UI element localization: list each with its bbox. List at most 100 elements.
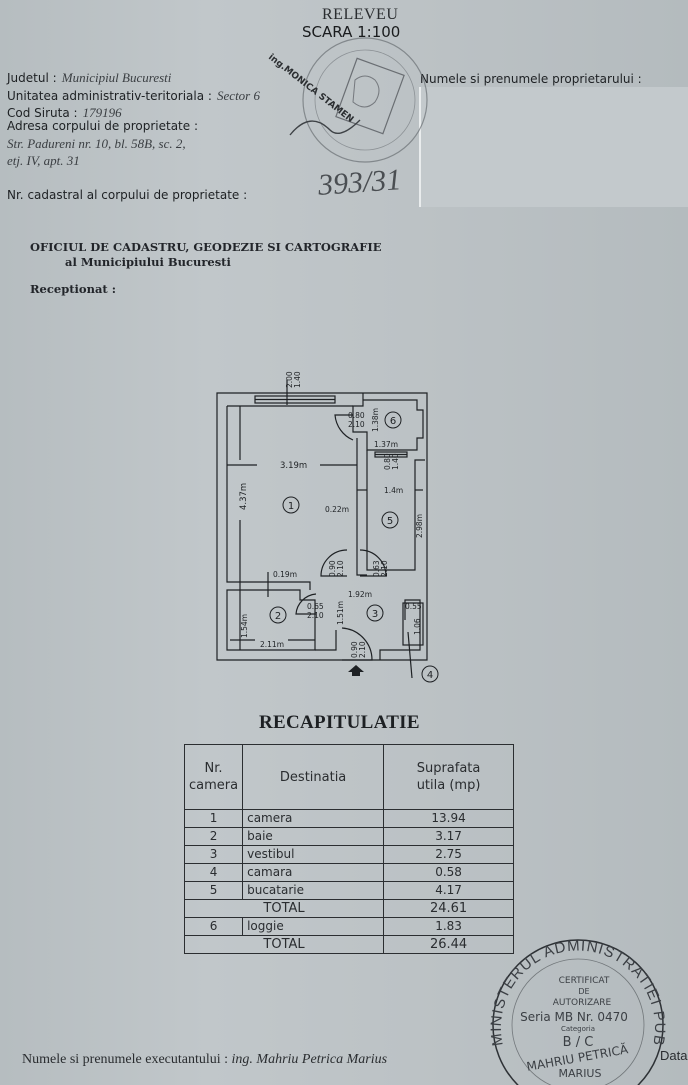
recap-title: RECAPITULATIE [259,712,420,733]
table-row: 6 loggie 1.83 [183,917,514,936]
table-row: 3 vestibul 2.75 [183,845,514,864]
total-label: TOTAL [183,935,385,954]
dim-door5-num: 0.63 [372,560,381,577]
dim-room6-width: 1.37m [374,440,398,449]
cadastre-stamp: ing.MONICA STAMEN [266,37,428,163]
dim-window5-num: 0.80 [383,453,392,470]
subtotal-value: 24.61 [383,899,514,918]
stamp-certificate: CERTIFICAT [559,976,610,986]
total-row: TOTAL 26.44 [183,935,514,954]
executant-label: Numele si prenumele executantului : [22,1052,229,1067]
dim-door1-num: 0.90 [328,560,337,577]
row-area: 13.94 [383,809,514,828]
row-area: 0.58 [383,863,514,882]
judet-row: Judetul : Municipiul Bucuresti [7,67,171,86]
row-destination: bucatarie [242,881,385,900]
dim-window-top-num: 2.00 [285,371,294,388]
stamp-category: B / C [563,1035,594,1050]
uat-label: Unitatea administrativ-teritoriala : [7,89,212,103]
dim-room3-width: 1.92m [348,590,372,599]
header-nr-line2: camera [189,778,239,793]
stamp-name2: MARIUS [559,1067,602,1080]
dim-room5-height: 2.98m [415,514,424,538]
row-nr: 6 [183,917,244,936]
dim-room1-height: 4.37m [239,483,249,510]
dim-door5-den: 2.10 [380,560,389,577]
dim-entry-den: 2.10 [358,641,367,658]
header-area-line2: utila (mp) [416,778,481,793]
room-3-number: 3 [372,609,378,620]
header-area-line1: Suprafata [416,761,481,776]
dim-entry-num: 0.90 [350,641,359,658]
owner-label: Numele si prenumele proprietarului : [420,72,642,86]
dim-window5-den: 1.40 [391,453,400,470]
judet-value: Municipiul Bucuresti [61,70,172,85]
row-destination: camara [242,863,385,882]
room-5-number: 5 [387,516,393,527]
executant-row: Numele si prenumele executantului : ing.… [22,1052,387,1068]
stamp-category-label: Categoria [561,1025,595,1033]
dim-door2-den: 2.10 [307,611,324,620]
dim-wall-019: 0.19m [273,570,297,579]
siruta-row: Cod Siruta : 179196 [7,102,122,121]
uat-row: Unitatea administrativ-teritoriala : Sec… [7,85,260,104]
subtotal-label: TOTAL [183,899,385,918]
row-destination: camera [242,809,385,828]
executant-value: ing. Mahriu Petrica Marius [231,1052,388,1067]
row-destination: vestibul [242,845,385,864]
dim-room4-height: 1.06 [413,618,422,635]
address-label: Adresa corpului de proprietate : [7,119,198,133]
dim-room6-height: 1.38m [371,408,380,432]
table-row: 1 camera 13.94 [183,809,514,828]
row-nr: 4 [183,863,244,882]
subtotal-row: TOTAL 24.61 [183,899,514,918]
room-2-number: 2 [275,611,281,622]
table-row: 2 baie 3.17 [183,827,514,846]
dim-door6-den: 2.10 [348,420,365,429]
dim-room3-height: 1.51m [336,601,345,625]
siruta-value: 179196 [82,105,122,120]
stamp-de: DE [578,987,589,996]
dim-room1-width: 3.19m [280,461,307,471]
dim-wall-022: 0.22m [325,505,349,514]
floor-plan: 1 2 3 4 5 6 2.00 1.40 0.80 2.10 1.38m 1.… [216,371,439,683]
siruta-label: Cod Siruta : [7,106,78,120]
recap-table: Nr. camera Destinatia Suprafata utila (m… [183,744,514,954]
received-label: Receptionat : [30,282,116,296]
authorization-stamp: MINISTERUL ADMINISTRATIEI PUBLICE CERTIF… [488,935,667,1085]
dim-room2-width: 2.11m [260,640,284,649]
office-name: OFICIUL DE CADASTRU, GEODEZIE SI CARTOGR… [30,240,382,254]
row-area: 4.17 [383,881,514,900]
table-row: 4 camara 0.58 [183,863,514,882]
stamp-authorization: AUTORIZARE [553,998,612,1008]
dim-door1-den: 2.10 [336,560,345,577]
header-area: Suprafata utila (mp) [383,744,514,810]
row-destination: loggie [242,917,385,936]
judet-label: Judetul : [7,71,57,85]
table-row: 5 bucatarie 4.17 [183,881,514,900]
row-area: 1.83 [383,917,514,936]
scale-label: SCARA 1:100 [302,23,401,41]
row-nr: 2 [183,827,244,846]
stamp-serie: Seria MB Nr. 0470 [520,1010,628,1024]
room-1-number: 1 [288,501,294,512]
address-line-2: etj. IV, apt. 31 [7,153,80,168]
cadastral-label: Nr. cadastral al corpului de proprietate… [7,188,248,202]
redacted-area [419,87,688,207]
total-value: 26.44 [383,935,514,954]
dim-door6-num: 0.80 [348,411,365,420]
header-nr: Nr. camera [183,744,244,810]
dim-room2-height: 1.54m [240,614,249,638]
dim-door2-num: 0.65 [307,602,324,611]
stamp-engineer-name: ing.MONICA STAMEN [266,52,355,125]
row-area: 2.75 [383,845,514,864]
recap-header-row: Nr. camera Destinatia Suprafata utila (m… [183,744,514,810]
dim-room4-width: 0.55 [405,602,422,611]
header-destination: Destinatia [242,744,385,810]
dim-window-top-den: 1.40 [293,371,302,388]
dim-room5-width: 1.4m [384,486,403,495]
row-area: 3.17 [383,827,514,846]
date-label: Data [660,1048,688,1063]
room-4-number: 4 [427,670,433,681]
entrance-arrow-icon [348,665,364,676]
